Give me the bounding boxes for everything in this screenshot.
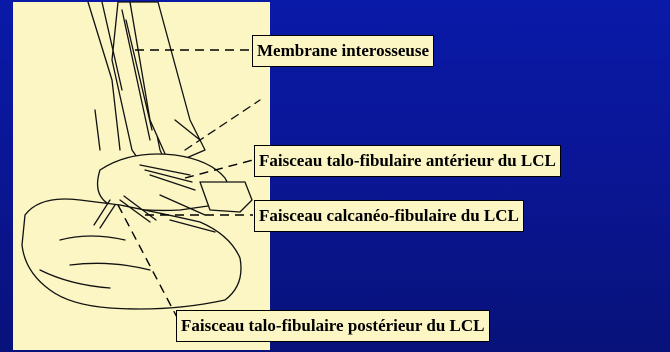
label-talo-fibulaire-anterieur: Faisceau talo-fibulaire antérieur du LCL bbox=[254, 145, 561, 177]
forefoot bbox=[200, 182, 252, 212]
label-membrane-interosseuse: Membrane interosseuse bbox=[252, 35, 434, 67]
label-talo-fibulaire-posterieur: Faisceau talo-fibulaire postérieur du LC… bbox=[176, 310, 490, 342]
label-calcaneo-fibulaire: Faisceau calcanéo-fibulaire du LCL bbox=[254, 200, 524, 232]
